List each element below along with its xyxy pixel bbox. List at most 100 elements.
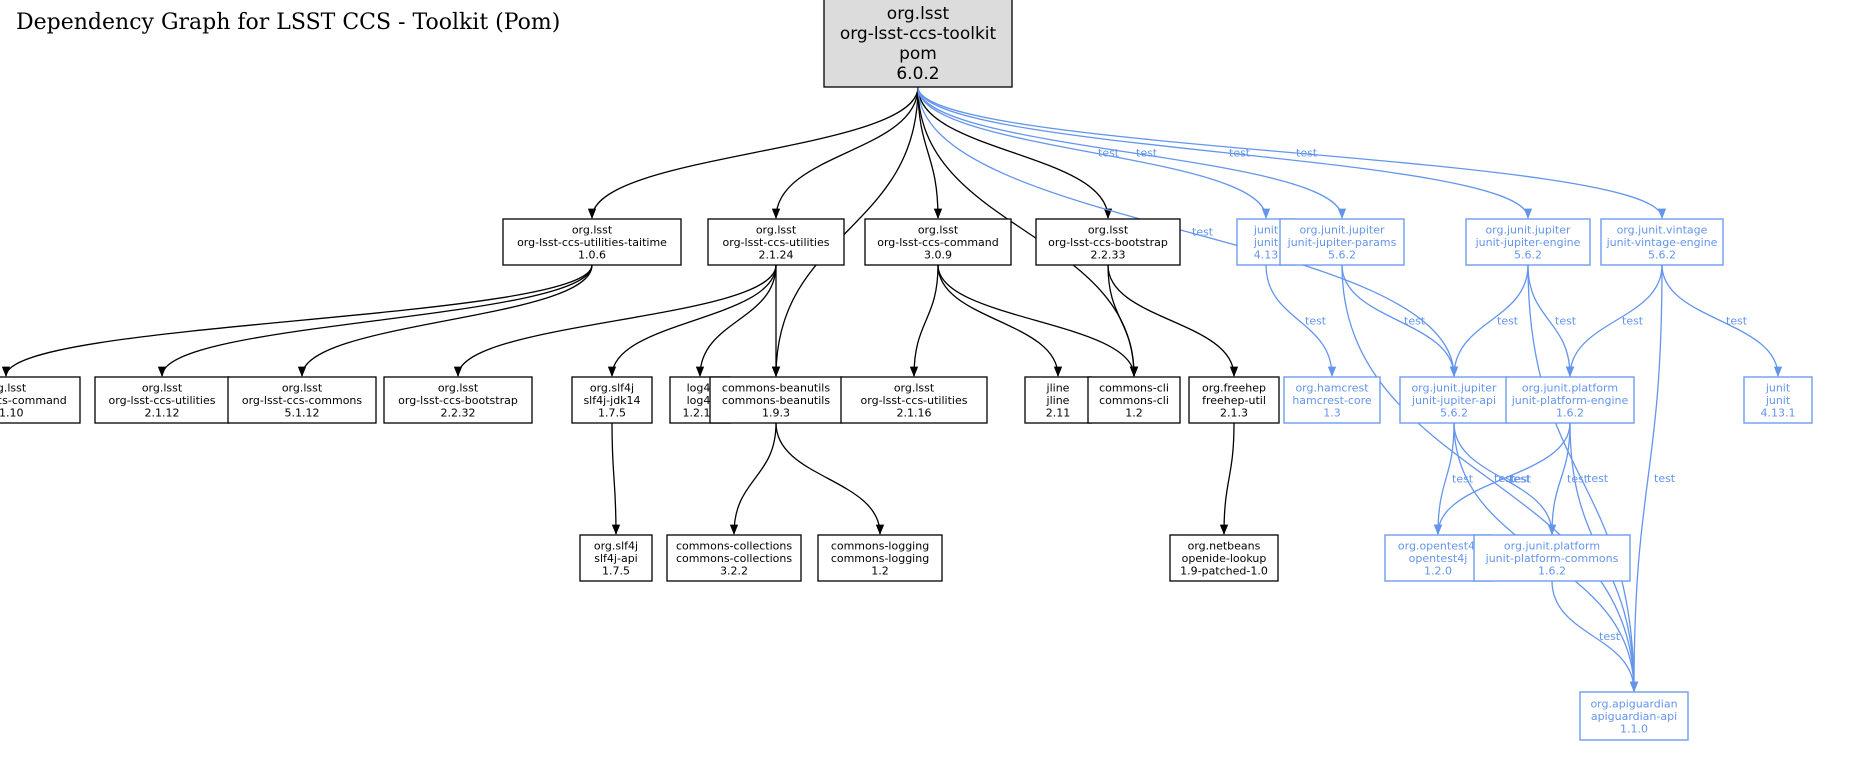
node-label-line: 4.13 (1254, 248, 1279, 261)
node-box (1743, 376, 1813, 424)
node-label-line: org.junit.platform (1504, 539, 1600, 552)
node-label-line: log4j (687, 394, 714, 407)
edge-jparams-to-apiguardian (1341, 264, 1639, 693)
node-label-line: 1.9-patched-1.0 (1180, 564, 1268, 577)
node-label-line: 5.6.2 (1514, 248, 1542, 261)
node-box (1505, 376, 1635, 424)
edge-label: test (1136, 147, 1158, 160)
edge-root-to-japi (917, 86, 1459, 378)
node-label-line: 1.7.5 (598, 406, 626, 419)
node-label-line: junit-platform-engine (1511, 394, 1629, 407)
edge-label: test (1622, 315, 1644, 328)
node-label-line: log4j (687, 381, 714, 394)
node-label-line: junit-jupiter-engine (1475, 236, 1581, 249)
node-label-line: org.lsst (142, 381, 183, 394)
node-label-line: 2.1.16 (897, 406, 932, 419)
node-label-line: junit-platform-commons (1485, 552, 1619, 565)
node-jparams: org.junit.jupiterjunit-jupiter-params5.6… (1279, 218, 1405, 266)
node-label-line: 1.9.3 (762, 406, 790, 419)
node-pengine: org.junit.platformjunit-platform-engine1… (1505, 376, 1635, 424)
edge-root-to-jparams (917, 86, 1347, 220)
node-label-line: opentest4j (1409, 552, 1468, 565)
node-label-line: commons-beanutils (722, 381, 830, 394)
node-box (1473, 534, 1631, 582)
edge-pengine-to-opentest4j (1433, 422, 1571, 536)
edge-root-to-utilities (771, 86, 919, 220)
edge-root-to-bootstrap (917, 86, 1113, 220)
node-label-line: org.junit.jupiter (1485, 223, 1571, 236)
edge-taitime-to-command210 (1, 264, 593, 378)
node-label-line: org.lsst (282, 381, 323, 394)
node-label-line: 6.0.2 (896, 64, 939, 84)
edge-vintage-to-apiguardian (1629, 264, 1663, 693)
node-label-line: hamcrest-core (1292, 394, 1372, 407)
edge-command-to-jline (937, 264, 1063, 378)
node-label-line: org.hamcrest (1295, 381, 1369, 394)
node-label-line: org.slf4j (590, 381, 634, 394)
node-label-line: org.lsst (1088, 223, 1129, 236)
node-label-line: org.lsst (756, 223, 797, 236)
graph-title: Dependency Graph for LSST CCS - Toolkit … (16, 10, 560, 35)
node-label-line: org.junit.vintage (1617, 223, 1708, 236)
edge-utilities-to-jdk14 (607, 264, 777, 378)
node-label-line: freehep-util (1202, 394, 1266, 407)
node-label-line: org.junit.platform (1522, 381, 1618, 394)
node-taitime: org.lsstorg-lsst-ccs-utilities-taitime1.… (502, 218, 682, 266)
node-label-line: 1.2.0 (1424, 564, 1452, 577)
edge-label: test (1599, 630, 1621, 643)
edge-label: test (1567, 473, 1589, 486)
edge-root-to-jengine (917, 86, 1533, 220)
node-box (1579, 691, 1689, 741)
edge-junit-to-hamcrest (1265, 264, 1337, 378)
node-label-line: 3.0.9 (924, 248, 952, 261)
node-label-line: 2.1.12 (145, 406, 180, 419)
edge-label: test (1509, 473, 1531, 486)
node-box (817, 534, 943, 582)
edge-jengine-to-pengine (1527, 264, 1575, 378)
node-label-line: 2.2.32 (441, 406, 476, 419)
node-label-line: 5.6.2 (1328, 248, 1356, 261)
node-label-line: commons-logging (831, 552, 929, 565)
node-label-line: 1.3 (1323, 406, 1341, 419)
edge-pcommons-to-apiguardian (1551, 580, 1639, 693)
edge-label: test (1555, 315, 1577, 328)
node-box (823, 0, 1013, 88)
node-label-line: junit-jupiter-params (1287, 236, 1397, 249)
edge-label: test (1192, 226, 1214, 239)
node-label-line: slf4j-api (594, 552, 637, 565)
node-label-line: slf4j-jdk14 (583, 394, 640, 407)
node-label-line: 2.1.24 (759, 248, 794, 261)
node-box (1399, 376, 1509, 424)
node-label-line: commons-collections (676, 539, 792, 552)
node-box (0, 376, 81, 424)
node-vintage: org.junit.vintagejunit-vintage-engine5.6… (1600, 218, 1724, 266)
edge-taitime-to-util2112 (157, 264, 593, 378)
node-label-line: org.lsst (894, 381, 935, 394)
edge-vintage-to-junit4131 (1661, 264, 1783, 378)
node-label-line: 4.13.1 (1761, 406, 1796, 419)
node-label-line: 1.6.2 (1556, 406, 1584, 419)
node-label-line: junit (1765, 381, 1791, 394)
node-box (502, 218, 682, 266)
node-label-line: org.netbeans (1188, 539, 1261, 552)
node-label-line: 2.2.33 (1091, 248, 1126, 261)
node-label-line: 1.6.2 (1538, 564, 1566, 577)
node-label-line: openide-lookup (1182, 552, 1267, 565)
node-label-line: org.lsst (572, 223, 613, 236)
node-box (840, 376, 988, 424)
node-label-line: org-lsst-ccs-command (0, 394, 67, 407)
node-label-line: junit-vintage-engine (1606, 236, 1718, 249)
node-label-line: commons-collections (676, 552, 792, 565)
node-openide: org.netbeansopenide-lookup1.9-patched-1.… (1169, 534, 1279, 582)
